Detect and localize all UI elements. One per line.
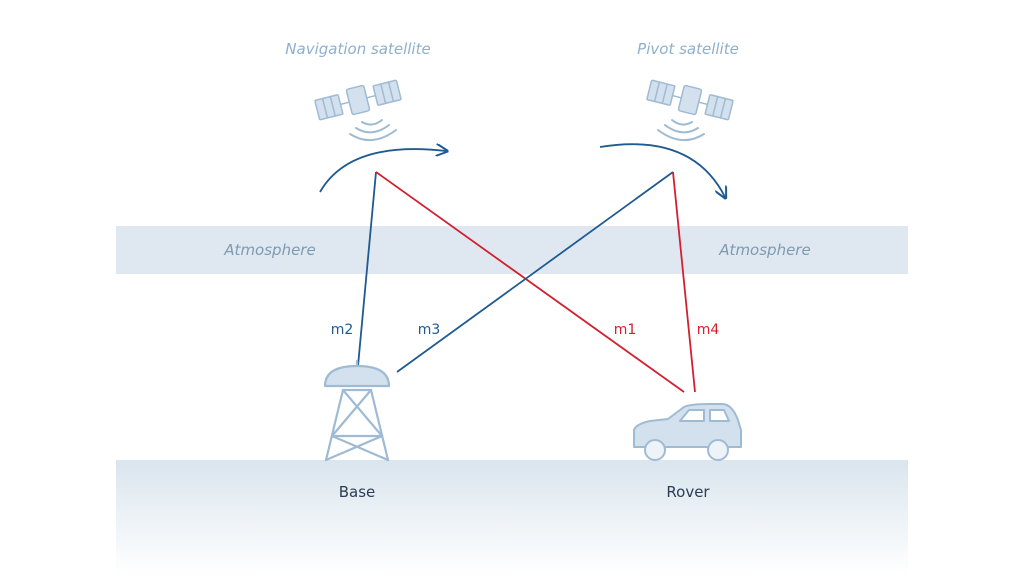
car-icon — [633, 403, 742, 461]
signal-path-m1 — [375, 171, 685, 393]
ground-area — [116, 460, 908, 576]
navigation-satellite-label: Navigation satellite — [285, 40, 430, 58]
atmosphere-label-left: Atmosphere — [223, 241, 315, 259]
atmosphere-label-right: Atmosphere — [718, 241, 810, 259]
measurement-label-m2: m2 — [331, 322, 354, 338]
measurement-label-m4: m4 — [697, 322, 720, 338]
signal-path-m2 — [357, 171, 377, 367]
pivot-satellite-label: Pivot satellite — [637, 40, 739, 58]
rover-label: Rover — [666, 483, 710, 501]
satellite-icon — [646, 79, 734, 121]
orbit-arrow-icon — [599, 143, 725, 197]
satellite-icon — [314, 79, 402, 121]
signal-path-m4 — [672, 171, 696, 393]
orbit-arrow-icon — [319, 149, 446, 193]
signal-waves-icon — [657, 119, 705, 141]
measurement-label-m1: m1 — [614, 322, 637, 338]
base-label: Base — [339, 483, 376, 501]
base-antenna-icon — [323, 359, 391, 462]
signal-waves-icon — [349, 119, 397, 141]
atmosphere-band — [116, 226, 908, 274]
measurement-label-m3: m3 — [418, 322, 441, 338]
signal-path-m3 — [396, 171, 674, 373]
